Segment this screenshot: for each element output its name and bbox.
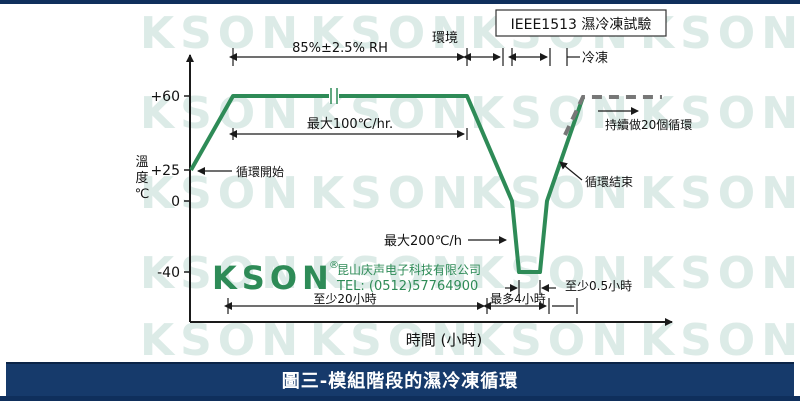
company-tel: TEL: (0512)57764900	[336, 279, 478, 294]
continue-cycles-label: 持續做20個循環	[605, 117, 692, 132]
cycle-end-label: 循環結束	[585, 175, 633, 189]
registered-mark: ®	[329, 260, 339, 271]
watermark-text: KSON	[470, 248, 634, 299]
top-rule	[0, 0, 800, 4]
freeze-label: 冷凍	[582, 50, 608, 66]
y-axis-label-char: 溫	[135, 155, 148, 170]
max-4h-label: 最多4小時	[490, 292, 546, 306]
watermark-text: KSON	[140, 8, 304, 59]
cycle-start-label: 循環開始	[236, 165, 284, 179]
y-tick-label: +25	[150, 163, 180, 179]
watermark-text: KSON	[140, 168, 304, 219]
continuation-dashed-line	[563, 95, 662, 136]
y-axis-label: 溫 度 ℃	[135, 155, 150, 202]
watermark-text: KSON	[310, 168, 474, 219]
environment-label: 環境	[432, 31, 458, 46]
title-text: IEEE1513 濕冷凍試驗	[511, 17, 652, 33]
min-05h-label: 至少0.5小時	[565, 279, 632, 293]
caption-bar: 圖三-模組階段的濕冷凍循環	[6, 362, 794, 396]
company-name: 昆山庆声电子科技有限公司	[337, 263, 481, 277]
humidity-label: 85%±2.5% RH	[292, 41, 388, 56]
cycle-end-arrow	[559, 161, 583, 181]
y-tick-label: 0	[171, 194, 180, 210]
bottom-rule	[0, 396, 800, 401]
y-tick-label: +60	[150, 89, 180, 105]
watermark-text: KSON	[140, 248, 304, 299]
max-rate-up-label: 最大100℃/hr.	[307, 117, 393, 132]
watermark-text: KSON	[640, 168, 800, 219]
watermark-text: KSON	[310, 8, 474, 59]
min-20h-label: 至少20小時	[313, 292, 376, 306]
y-axis-label-char: 度	[135, 170, 148, 186]
watermark-text: KSON	[640, 248, 800, 299]
temperature-curve	[189, 94, 585, 274]
watermark-text: KSON	[310, 248, 474, 299]
y-axis-label-char: ℃	[135, 187, 150, 202]
company-logo: KSON	[212, 259, 334, 297]
y-tick-label: -40	[157, 265, 180, 281]
max-rate-down-label: 最大200℃/h	[384, 234, 462, 249]
break-gap	[329, 89, 339, 103]
x-axis-label: 時間 (小時)	[406, 331, 482, 349]
figure-caption: 圖三-模組階段的濕冷凍循環	[281, 371, 519, 392]
title-box	[495, 9, 667, 37]
watermark-text: KSON	[640, 88, 800, 139]
y-tick-marks	[184, 95, 190, 273]
